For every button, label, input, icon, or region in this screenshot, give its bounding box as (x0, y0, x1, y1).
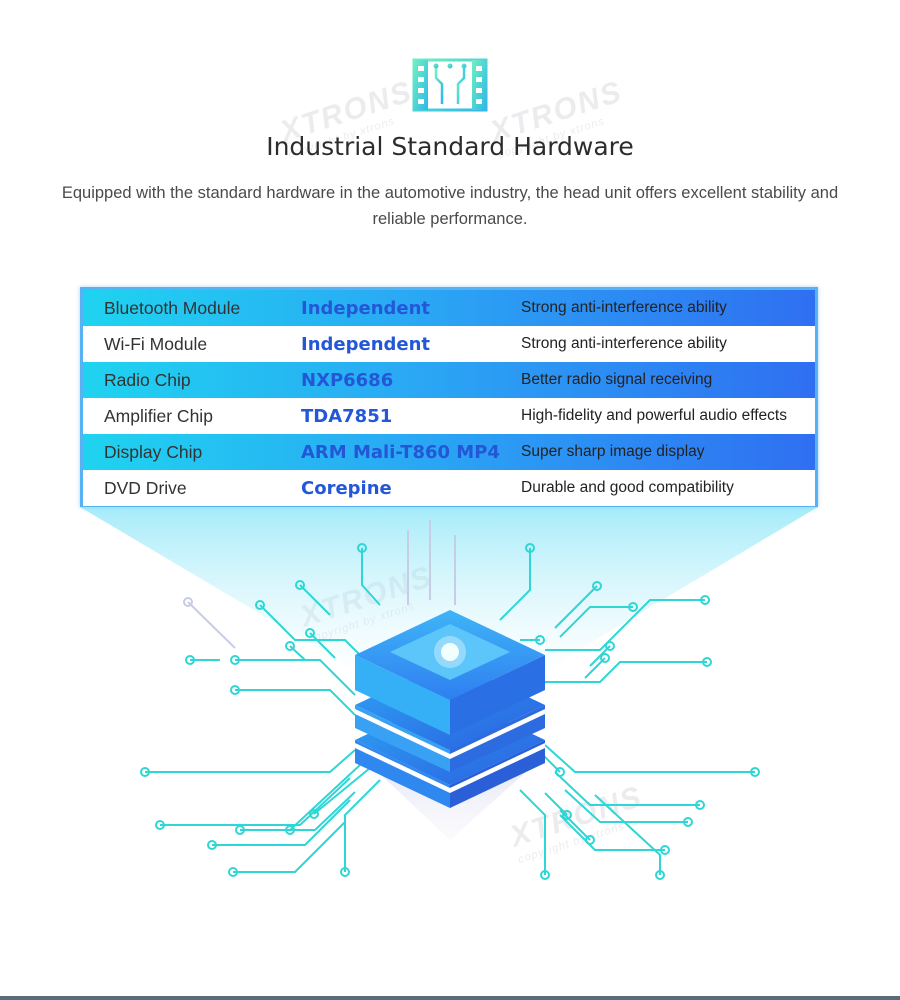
component-name: Amplifier Chip (104, 405, 213, 426)
table-row: Bluetooth Module Independent Strong anti… (83, 290, 815, 326)
table-row: DVD Drive Corepine Durable and good comp… (83, 470, 815, 506)
component-value: Corepine (301, 477, 392, 499)
component-value: TDA7851 (301, 405, 393, 427)
table-row: Radio Chip NXP6686 Better radio signal r… (83, 362, 815, 398)
circuit-board-icon (412, 58, 488, 112)
component-name: Radio Chip (104, 369, 191, 390)
faded-traces (183, 520, 456, 649)
component-name: DVD Drive (104, 477, 187, 498)
component-benefit: Better radio signal receiving (521, 371, 713, 388)
table-row: Wi-Fi Module Independent Strong anti-int… (83, 326, 815, 362)
component-name: Bluetooth Module (104, 297, 241, 318)
page-subtitle: Equipped with the standard hardware in t… (61, 184, 839, 228)
component-name: Wi-Fi Module (104, 333, 208, 354)
component-benefit: Strong anti-interference ability (521, 335, 727, 352)
component-name: Display Chip (104, 441, 203, 462)
component-benefit: Strong anti-interference ability (521, 299, 727, 316)
component-value: Independent (301, 333, 431, 355)
circuit-traces (140, 543, 760, 880)
bottom-divider (0, 996, 900, 1000)
component-value: Independent (301, 297, 431, 319)
page-title: Industrial Standard Hardware (266, 132, 634, 161)
light-beam (80, 507, 818, 667)
chip-circuit-illustration (140, 520, 760, 880)
chip-cube (355, 610, 545, 808)
component-benefit: Super sharp image display (521, 443, 705, 460)
table-row: Amplifier Chip TDA7851 High-fidelity and… (83, 398, 815, 434)
component-value: NXP6686 (301, 369, 394, 391)
hardware-spec-table: Bluetooth Module Independent Strong anti… (80, 287, 818, 507)
table-row: Display Chip ARM Mali-T860 MP4 Super sha… (83, 434, 815, 470)
component-benefit: Durable and good compatibility (521, 479, 734, 496)
component-value: ARM Mali-T860 MP4 (301, 441, 500, 463)
component-benefit: High-fidelity and powerful audio effects (521, 407, 787, 424)
